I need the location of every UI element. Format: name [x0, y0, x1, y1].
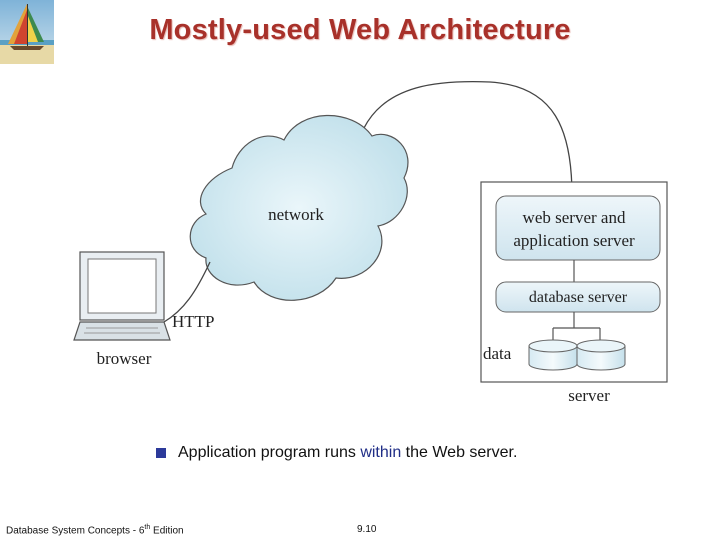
cloud-to-server-link: [362, 80, 573, 197]
data-label: data: [483, 344, 512, 363]
database-server-label: database server: [529, 289, 628, 306]
square-bullet-icon: [156, 448, 166, 458]
data-disk-icon: [528, 339, 578, 371]
browser-to-cloud-link: [163, 261, 211, 323]
network-cloud: [189, 114, 409, 301]
slide-title: Mostly-used Web Architecture: [149, 14, 571, 46]
bullet-keyword: within: [360, 444, 402, 461]
sailboat-logo: [0, 0, 54, 64]
web-app-server-box: [495, 195, 661, 261]
bullet-text: Application program runs within the Web …: [178, 444, 518, 461]
web-server-line2: application server: [513, 231, 635, 250]
data-disk-icon: [576, 339, 626, 371]
footer-book-title: Database System Concepts - 6th Edition: [6, 524, 184, 537]
server-label: server: [568, 386, 610, 405]
web-server-line1: web server and: [523, 208, 626, 227]
footer-page-number: 9.10: [357, 524, 377, 535]
browser-computer-icon: [73, 251, 171, 341]
bullet-point: Application program runs within the Web …: [156, 444, 517, 462]
network-label: network: [268, 205, 324, 224]
database-server-box: [495, 281, 661, 313]
browser-label: browser: [97, 349, 152, 368]
http-label: HTTP: [172, 312, 215, 331]
